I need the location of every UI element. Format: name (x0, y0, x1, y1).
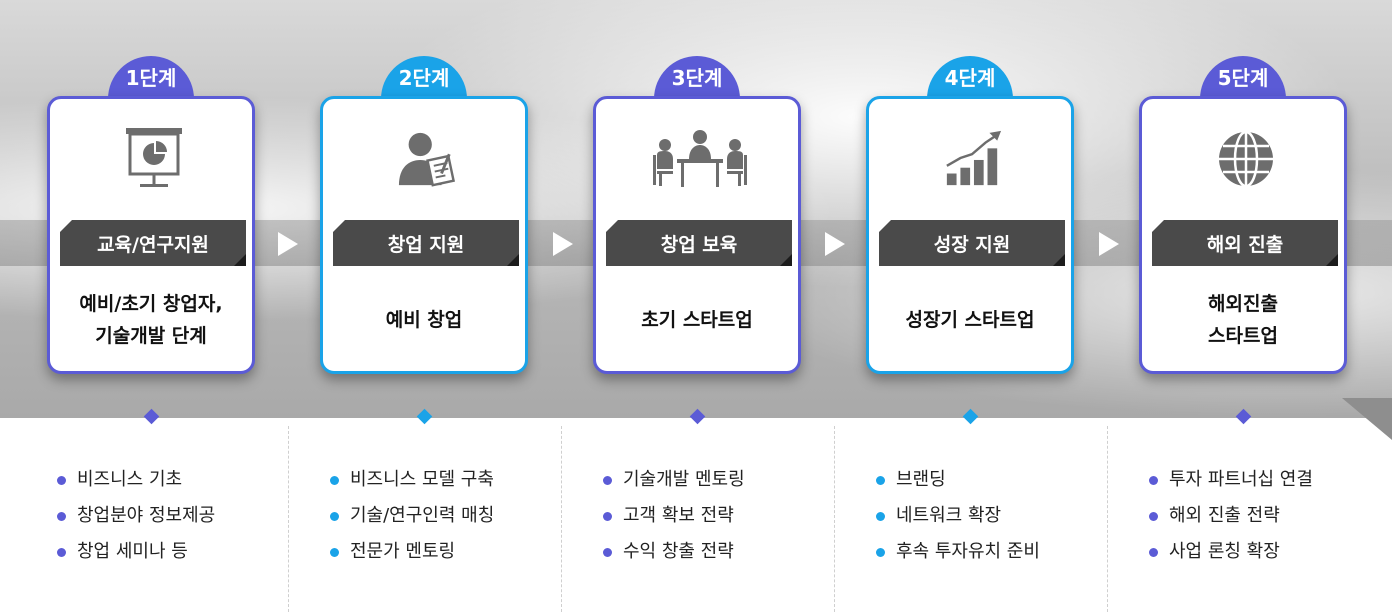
bullet-dot-icon (57, 476, 66, 485)
bullet-dot-icon (1149, 548, 1158, 557)
next-arrow-icon (553, 232, 573, 256)
list-item-text: 고객 확보 전략 (623, 505, 734, 526)
list-item: 창업 세미나 등 (57, 538, 215, 574)
stage-description-line: 해외진출 (1208, 293, 1278, 315)
list-item: 전문가 멘토링 (330, 538, 494, 574)
stage-description-line: 성장기 스타트업 (905, 309, 1035, 331)
list-item-text: 기술/연구인력 매칭 (350, 505, 495, 526)
stage-4-bullet-list: 브랜딩 네트워크 확장 후속 투자유치 준비 (876, 466, 1040, 574)
stage-description: 예비/초기 창업자, 기술개발 단계 (56, 285, 246, 355)
stage-label: 성장 지원 (879, 220, 1065, 266)
stage-3: 3단계 창업 보육 초기 스타트업 (593, 56, 801, 374)
list-item: 수익 창출 전략 (603, 538, 745, 574)
stage-label: 해외 진출 (1152, 220, 1338, 266)
list-item: 기술개발 멘토링 (603, 466, 745, 502)
list-item: 네트워크 확장 (876, 502, 1040, 538)
list-item-text: 수익 창출 전략 (623, 541, 734, 562)
bullet-dot-icon (330, 548, 339, 557)
list-item: 투자 파트너십 연결 (1149, 466, 1313, 502)
list-item-text: 후속 투자유치 준비 (896, 541, 1040, 562)
list-item-text: 브랜딩 (896, 469, 946, 490)
list-item-text: 네트워크 확장 (896, 505, 1002, 526)
stage-card: 성장 지원 성장기 스타트업 (866, 96, 1074, 374)
bullet-dot-icon (1149, 476, 1158, 485)
stage-card: 해외 진출 해외진출 스타트업 (1139, 96, 1347, 374)
stage-description-line: 스타트업 (1208, 325, 1278, 347)
bullet-dot-icon (330, 512, 339, 521)
next-arrow-icon (825, 232, 845, 256)
stage-2: 2단계 창업 지원 예비 창업 (320, 56, 528, 374)
stage-description: 해외진출 스타트업 (1148, 285, 1338, 355)
stage-label: 창업 보육 (606, 220, 792, 266)
stage-description: 초기 스타트업 (602, 285, 792, 355)
list-item-text: 투자 파트너십 연결 (1169, 469, 1313, 490)
bullet-dot-icon (603, 548, 612, 557)
list-item-text: 전문가 멘토링 (350, 541, 456, 562)
stage-badge: 5단계 (1200, 56, 1286, 102)
bullet-dot-icon (57, 548, 66, 557)
list-item-text: 창업분야 정보제공 (77, 505, 216, 526)
list-item-text: 비즈니스 기초 (77, 469, 183, 490)
list-item: 해외 진출 전략 (1149, 502, 1313, 538)
column-divider (288, 426, 289, 612)
stage-description-line: 예비 창업 (385, 309, 463, 331)
list-item: 비즈니스 모델 구축 (330, 466, 494, 502)
corner-fold (1342, 398, 1392, 440)
stage-card: 창업 보육 초기 스타트업 (593, 96, 801, 374)
stage-label: 교육/연구지원 (60, 220, 246, 266)
stage-5-bullet-list: 투자 파트너십 연결 해외 진출 전략 사업 론칭 확장 (1149, 466, 1313, 574)
list-item: 창업분야 정보제공 (57, 502, 215, 538)
column-divider (561, 426, 562, 612)
stage-description: 성장기 스타트업 (875, 285, 1065, 355)
bullet-dot-icon (876, 512, 885, 521)
stage-3-bullet-list: 기술개발 멘토링 고객 확보 전략 수익 창출 전략 (603, 466, 745, 574)
person-document-icon (397, 125, 457, 193)
stage-1: 1단계 교육/연구지원 예비/초기 창업자, 기술개발 단계 (47, 56, 255, 374)
bullet-dot-icon (603, 512, 612, 521)
globe-icon (1216, 125, 1276, 193)
column-divider (834, 426, 835, 612)
stage-description-line: 기술개발 단계 (95, 325, 207, 347)
bullet-dot-icon (603, 476, 612, 485)
bullet-dot-icon (57, 512, 66, 521)
stage-5: 5단계 해외 진출 해외진출 스타트업 (1139, 56, 1347, 374)
meeting-icon (650, 125, 750, 193)
list-item-text: 비즈니스 모델 구축 (350, 469, 494, 490)
list-item-text: 기술개발 멘토링 (623, 469, 745, 490)
column-divider (1107, 426, 1108, 612)
next-arrow-icon (278, 232, 298, 256)
list-item: 사업 론칭 확장 (1149, 538, 1313, 574)
stage-description: 예비 창업 (329, 285, 519, 355)
list-item: 후속 투자유치 준비 (876, 538, 1040, 574)
list-item: 고객 확보 전략 (603, 502, 745, 538)
list-item-text: 해외 진출 전략 (1169, 505, 1280, 526)
list-item: 비즈니스 기초 (57, 466, 215, 502)
next-arrow-icon (1099, 232, 1119, 256)
bullet-dot-icon (1149, 512, 1158, 521)
stage-card: 교육/연구지원 예비/초기 창업자, 기술개발 단계 (47, 96, 255, 374)
growth-chart-icon (943, 125, 1003, 193)
bullet-dot-icon (876, 548, 885, 557)
stage-4: 4단계 성장 지원 성장기 스타트업 (866, 56, 1074, 374)
bullet-dot-icon (330, 476, 339, 485)
presentation-board-icon (124, 125, 184, 193)
list-item: 기술/연구인력 매칭 (330, 502, 494, 538)
stage-description-line: 초기 스타트업 (641, 309, 753, 331)
list-item: 브랜딩 (876, 466, 1040, 502)
stage-label: 창업 지원 (333, 220, 519, 266)
list-item-text: 창업 세미나 등 (77, 541, 188, 562)
stage-2-bullet-list: 비즈니스 모델 구축 기술/연구인력 매칭 전문가 멘토링 (330, 466, 494, 574)
bullet-dot-icon (876, 476, 885, 485)
stage-card: 창업 지원 예비 창업 (320, 96, 528, 374)
stage-description-line: 예비/초기 창업자, (79, 293, 223, 315)
list-item-text: 사업 론칭 확장 (1169, 541, 1280, 562)
stage-1-bullet-list: 비즈니스 기초 창업분야 정보제공 창업 세미나 등 (57, 466, 215, 574)
